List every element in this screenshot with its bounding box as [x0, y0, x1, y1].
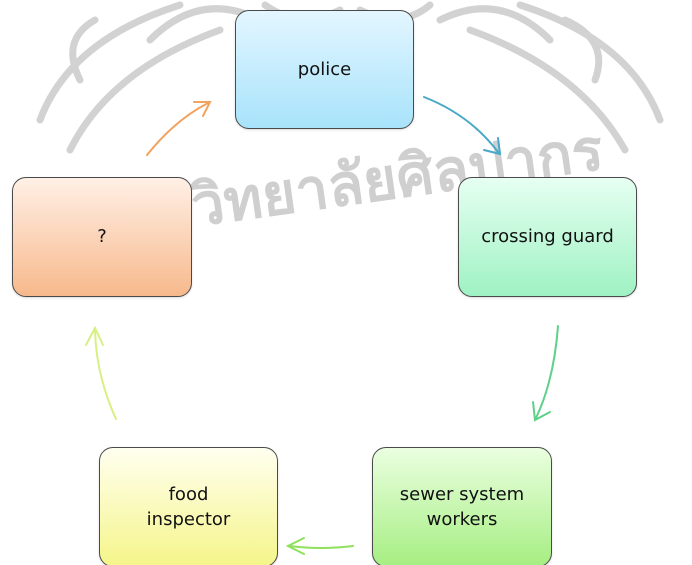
node-crossing-guard: crossing guard [458, 177, 637, 297]
node-unknown: ? [12, 177, 192, 297]
arrow-food-inspector-to-unknown [94, 329, 117, 420]
arrowhead-police-to-crossing-guard [483, 137, 502, 156]
arrow-police-to-crossing-guard [423, 96, 499, 153]
node-food-inspector: food inspector [99, 447, 278, 565]
arrow-unknown-to-police [146, 102, 209, 156]
node-sewer-system-workers: sewer system workers [372, 447, 552, 565]
arrowhead-sewer-system-workers-to-food-inspector [285, 537, 305, 555]
node-police: police [235, 10, 414, 129]
arrow-sewer-system-workers-to-food-inspector [289, 545, 354, 549]
arrowhead-crossing-guard-to-sewer-system-workers [532, 401, 551, 422]
arrow-crossing-guard-to-sewer-system-workers [535, 325, 559, 419]
arrowhead-food-inspector-to-unknown [85, 325, 104, 346]
arrowhead-unknown-to-police [193, 101, 212, 117]
